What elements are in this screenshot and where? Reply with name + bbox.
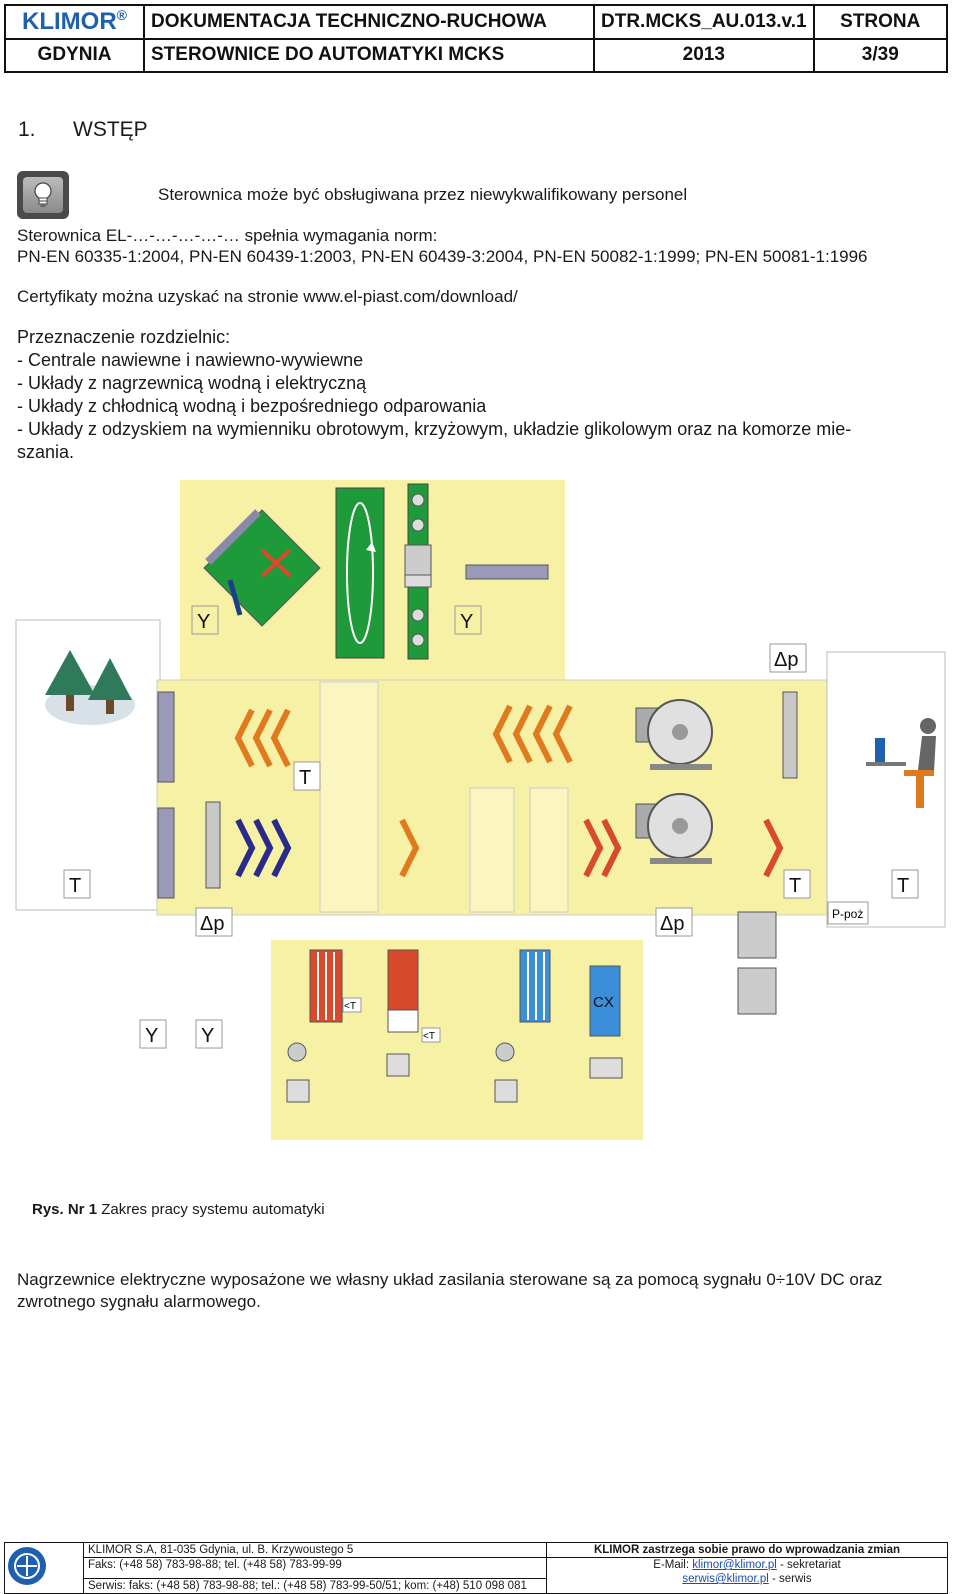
filter-icon <box>782 691 798 779</box>
document-footer: KLIMOR S.A, 81-035 Gdynia, ul. B. Krzywo… <box>4 1542 948 1594</box>
page-label: STRONA <box>812 4 949 40</box>
norms-list: PN-EN 60335-1:2004, PN-EN 60439-1:2003, … <box>17 247 868 266</box>
doc-subtitle: STEROWNICE DO AUTOMATYKI MCKS <box>143 37 595 73</box>
footer-service: Serwis: faks: (+48 58) 783-98-88; tel.: … <box>83 1578 547 1594</box>
svg-text:CX: CX <box>593 994 614 1011</box>
room-operator-icon <box>826 651 946 928</box>
intake-damper-icon <box>157 807 175 899</box>
heater-note-line: zwrotnego sygnału alarmowego. <box>17 1292 261 1311</box>
svg-text:P-poż: P-poż <box>832 907 863 921</box>
footer-contact: E-Mail: klimor@klimor.pl - sekretariat s… <box>546 1557 948 1594</box>
svg-text:T: T <box>69 875 81 897</box>
note-text: Sterownica może być obsługiwana przez ni… <box>158 185 688 204</box>
svg-text:T: T <box>789 875 801 897</box>
section-title: WSTĘP <box>73 118 148 141</box>
actuator-label <box>191 605 219 635</box>
svg-text:Y: Y <box>201 1025 214 1047</box>
electric-heater-icon <box>387 949 419 1033</box>
section-heading: 1. WSTĘP <box>18 118 148 142</box>
filter-icon <box>205 801 221 889</box>
list-item: - Układy z chłodnicą wodną i bezpośredni… <box>17 396 487 416</box>
ahu-system-diagram: Y Y <box>15 480 946 1140</box>
klimor-logo-icon <box>8 1547 46 1585</box>
svg-text:Δp: Δp <box>660 913 684 935</box>
purpose-list: - Centrale nawiewne i nawiewno-wywiewne … <box>17 349 851 464</box>
purpose-heading: Przeznaczenie rozdzielnic: <box>17 327 231 347</box>
footer-fax: Faks: (+48 58) 783-98-88; tel. (+48 58) … <box>83 1557 547 1579</box>
svg-text:Y: Y <box>145 1025 158 1047</box>
klimor-logo <box>4 1542 84 1594</box>
bypass-damper-icons <box>737 911 777 1015</box>
list-item: szania. <box>17 442 75 462</box>
section-number: 1. <box>18 118 36 141</box>
svg-text:<T: <T <box>344 1001 356 1012</box>
water-heater-icon <box>309 949 343 1023</box>
email-link[interactable]: serwis@klimor.pl <box>682 1573 769 1585</box>
list-item: - Układy z odzyskiem na wymienniku obrot… <box>17 419 852 439</box>
airflow-arrows <box>234 704 784 878</box>
footer-rights: KLIMOR zastrzega sobie prawo do wprowadz… <box>546 1542 948 1558</box>
doc-year: 2013 <box>593 37 815 73</box>
email-link[interactable]: klimor@klimor.pl <box>692 1559 777 1571</box>
document-header: KLIMOR® DOKUMENTACJA TECHNICZNO-RUCHOWA … <box>4 4 949 73</box>
heater-note-line: Nagrzewnice elektryczne wyposażone we wł… <box>17 1270 883 1289</box>
doc-code: DTR.MCKS_AU.013.v.1 <box>593 4 815 40</box>
svg-text:<T: <T <box>423 1031 435 1042</box>
list-item: - Układy z nagrzewnicą wodną i elektrycz… <box>17 373 367 393</box>
figure-caption-text: Zakres pracy systemu automatyki <box>101 1201 325 1218</box>
freeze-protection-labels: <T <T <box>342 997 441 1043</box>
actuator-label-text: Y <box>460 611 473 633</box>
list-item: - Centrale nawiewne i nawiewno-wywiewne <box>17 350 364 370</box>
sensor-labels: T T T T Δp Δp Δp P-poż <box>63 643 919 937</box>
dx-cooler-icon: CX <box>589 965 621 1037</box>
city: GDYNIA <box>4 37 145 73</box>
page-number: 3/39 <box>812 37 949 73</box>
glycol-exchanger-icon <box>404 483 432 660</box>
lightbulb-icon <box>17 171 69 219</box>
figure-number: Rys. Nr 1 <box>32 1201 98 1218</box>
rotary-exchanger-icon <box>335 487 385 659</box>
valve-actuator-icons <box>286 1042 623 1103</box>
brand-logo: KLIMOR® <box>4 4 145 40</box>
svg-text:T: T <box>897 875 909 897</box>
svg-text:Δp: Δp <box>774 649 798 671</box>
svg-text:Δp: Δp <box>200 913 224 935</box>
svg-text:T: T <box>299 767 311 789</box>
figure-caption: Rys. Nr 1 Zakres pracy systemu automatyk… <box>32 1201 325 1218</box>
exhaust-fan-icon <box>635 699 713 770</box>
actuator-labels-bottom: Y Y <box>139 1019 223 1049</box>
actuator-label <box>454 605 482 635</box>
doc-title: DOKUMENTACJA TECHNICZNO-RUCHOWA <box>143 4 595 40</box>
heater-note: Nagrzewnice elektryczne wyposażone we wł… <box>17 1269 882 1313</box>
mixing-damper-icon <box>465 564 549 580</box>
actuator-label-text: Y <box>197 611 210 633</box>
certificates-text: Certyfikaty można uzyskać na stronie www… <box>17 287 518 306</box>
supply-fan-icon <box>635 793 713 864</box>
norms-intro: Sterownica EL-…-…-…-…-… spełnia wymagani… <box>17 226 438 245</box>
cross-exchanger-icon <box>203 509 321 627</box>
outdoor-trees-icon <box>15 619 161 911</box>
intake-damper-icon <box>157 691 175 783</box>
water-cooler-icon <box>519 949 551 1023</box>
footer-address: KLIMOR S.A, 81-035 Gdynia, ul. B. Krzywo… <box>83 1542 547 1558</box>
